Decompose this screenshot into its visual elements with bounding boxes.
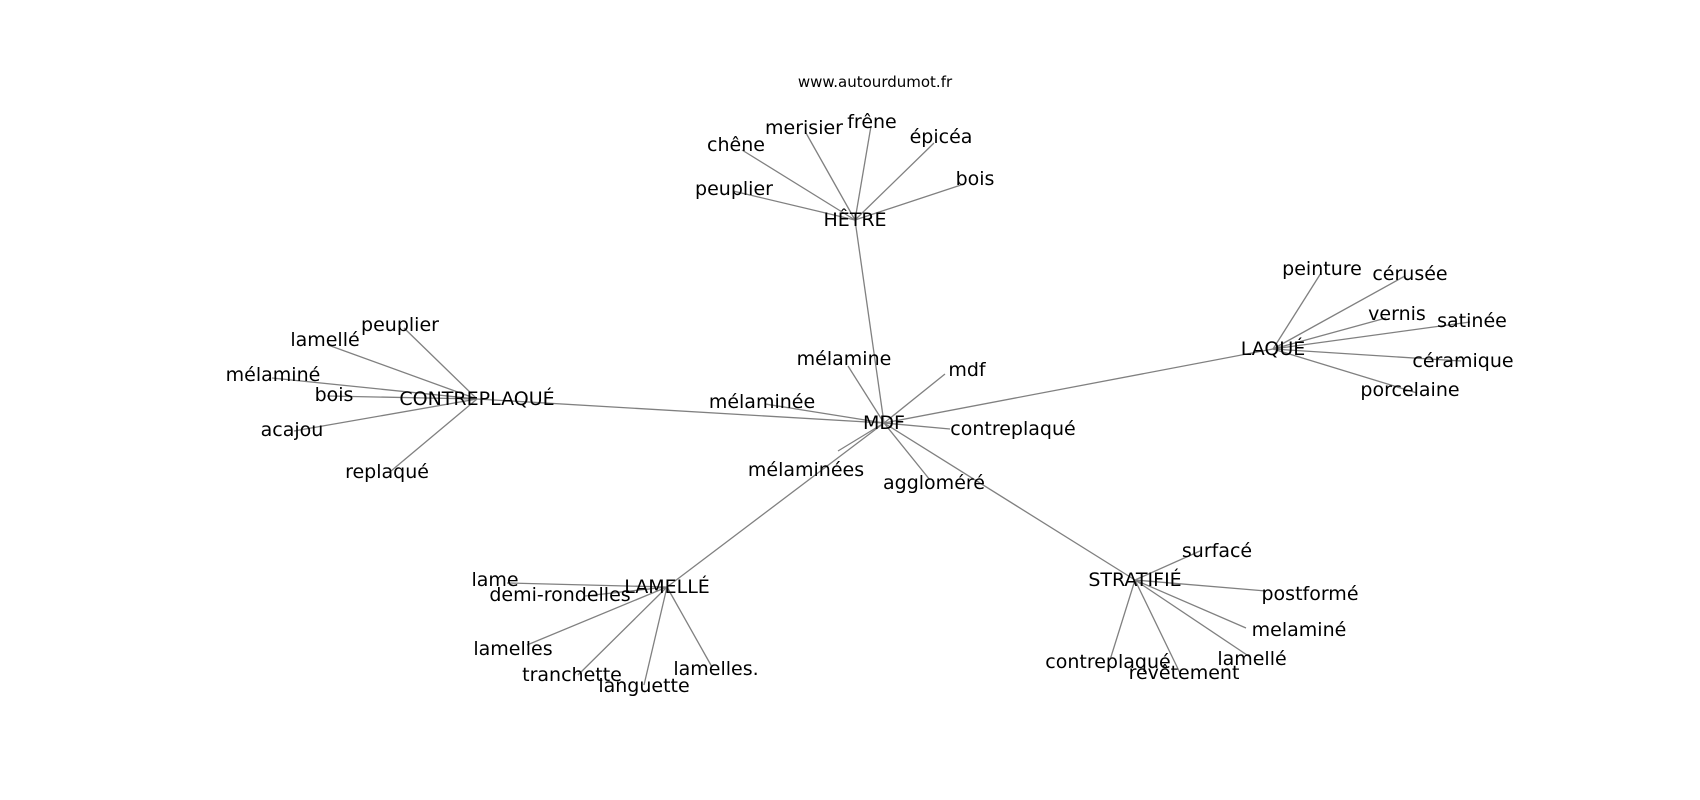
- node-mdf-mdf: mdf: [948, 359, 987, 381]
- edge-contreplaque-peuplier: [403, 327, 478, 400]
- node-hetre-epicea: épicéa: [910, 126, 973, 148]
- node-lamelle-lamelles: lamelles: [473, 638, 552, 660]
- node-mdf-melamine: mélamine: [797, 348, 892, 370]
- edge-lamelle-lamelles: [666, 586, 713, 668]
- edge-laque-peinture: [1272, 272, 1322, 350]
- node-laque-porcelaine: porcelaine: [1360, 379, 1459, 401]
- node-mdf-contreplaque: contreplaqué: [950, 418, 1075, 440]
- edge-stratifie-postforme: [1134, 579, 1267, 592]
- node-lamelle-demi-rondelles: demi-rondelles: [489, 584, 630, 606]
- node-contreplaque-bois: bois: [315, 384, 354, 406]
- edge-hetre-epicea: [854, 142, 935, 221]
- edge-contreplaque-bois: [326, 395, 478, 400]
- node-laque-ceramique: céramique: [1412, 350, 1513, 372]
- edge-contreplaque-replaque: [390, 398, 478, 472]
- node-stratifie-lamelle: lamellé: [1217, 648, 1286, 670]
- edge-hetre-peuplier: [732, 190, 856, 221]
- edge-laque-ceramique: [1272, 348, 1462, 362]
- edge-mdf-melaminee: [764, 403, 885, 424]
- source-label: www.autourdumot.fr: [798, 73, 953, 91]
- node-stratifie-melamine: melaminé: [1252, 619, 1347, 641]
- edge-stratifie-revetement: [1134, 579, 1181, 674]
- edge-hetre-bois: [854, 183, 965, 221]
- node-hetre-merisier: merisier: [765, 117, 843, 139]
- graph-nodes: MDF mélamine mdf mélaminée contreplaqué mélam…: [226, 111, 1514, 697]
- node-contreplaque-lamelle: lamellé: [290, 329, 359, 351]
- edge-center-lamelle: [666, 422, 885, 588]
- node-mdf-agglomere: aggloméré: [883, 472, 985, 494]
- edge-mdf-melaminees: [837, 422, 885, 452]
- node-lamelle-lamelles: lamelles.: [673, 658, 758, 680]
- node-contreplaque-acajou: acajou: [261, 419, 324, 441]
- edge-lamelle-demi-rondelles: [584, 586, 668, 597]
- edge-stratifie-melamine: [1134, 579, 1247, 629]
- node-mdf-melaminees: mélaminées: [748, 459, 864, 481]
- node-lamelle-languette: languette: [598, 675, 689, 697]
- node-lamelle-lame: lame: [471, 569, 518, 591]
- node-laque-satinee: satinée: [1437, 310, 1507, 332]
- edge-laque-satinee: [1272, 321, 1471, 350]
- edge-center-contreplaque: [476, 398, 885, 424]
- node-hetre-chene: chêne: [707, 134, 765, 156]
- node-hetre: HÊTRE: [823, 208, 886, 231]
- edge-lamelle-languette: [643, 586, 668, 686]
- node-contreplaque: CONTREPLAQUÉ: [399, 387, 554, 410]
- node-mdf: MDF: [863, 412, 905, 434]
- graph-edges: [271, 125, 1471, 686]
- node-contreplaque-peuplier: peuplier: [361, 314, 439, 336]
- edge-hetre-frene: [854, 125, 872, 221]
- edge-center-hetre: [854, 219, 885, 424]
- edge-stratifie-surface: [1134, 550, 1201, 581]
- node-laque-peinture: peinture: [1282, 258, 1362, 280]
- edge-stratifie-contreplaque: [1109, 579, 1136, 661]
- edge-contreplaque-acajou: [293, 398, 478, 432]
- edge-laque-porcelaine: [1272, 348, 1418, 394]
- edge-stratifie-lamelle: [1134, 579, 1251, 658]
- edge-center-laque: [883, 348, 1274, 424]
- edge-mdf-agglomere: [883, 422, 931, 481]
- node-laque-cerusee: cérusée: [1372, 263, 1447, 285]
- node-stratifie-revetement: revêtement: [1129, 662, 1240, 684]
- edge-hetre-merisier: [805, 132, 856, 221]
- edge-contreplaque-lamelle: [327, 344, 478, 400]
- node-stratifie-postforme: postformé: [1261, 583, 1358, 605]
- edge-center-stratifie: [883, 422, 1136, 581]
- node-contreplaque-melamine: mélaminé: [226, 364, 321, 386]
- edge-mdf-mdf: [883, 373, 946, 424]
- node-laque-vernis: vernis: [1368, 303, 1426, 325]
- node-stratifie: STRATIFIÉ: [1088, 568, 1181, 591]
- node-lamelle: LAMELLÉ: [624, 575, 710, 598]
- edge-hetre-chene: [741, 149, 856, 221]
- edge-contreplaque-melamine: [271, 377, 478, 400]
- edge-lamelle-tranchette: [577, 586, 668, 676]
- node-hetre-peuplier: peuplier: [695, 178, 773, 200]
- node-stratifie-contreplaque: contreplaqué: [1045, 651, 1170, 673]
- edge-mdf-melamine: [847, 365, 885, 424]
- node-contreplaque-replaque: replaqué: [345, 461, 429, 483]
- node-lamelle-tranchette: tranchette: [522, 664, 622, 686]
- node-mdf-melaminee: mélaminée: [709, 391, 815, 413]
- edge-laque-cerusee: [1272, 275, 1406, 350]
- node-hetre-bois: bois: [956, 168, 995, 190]
- node-stratifie-surface: surfacé: [1182, 540, 1252, 562]
- edge-lamelle-lame: [506, 582, 668, 588]
- edge-lamelle-lamelles: [526, 586, 668, 646]
- edge-laque-vernis: [1272, 317, 1387, 350]
- node-laque: LAQUÉ: [1241, 337, 1306, 360]
- node-hetre-frene: frêne: [847, 111, 897, 133]
- edge-mdf-contreplaque: [883, 422, 951, 430]
